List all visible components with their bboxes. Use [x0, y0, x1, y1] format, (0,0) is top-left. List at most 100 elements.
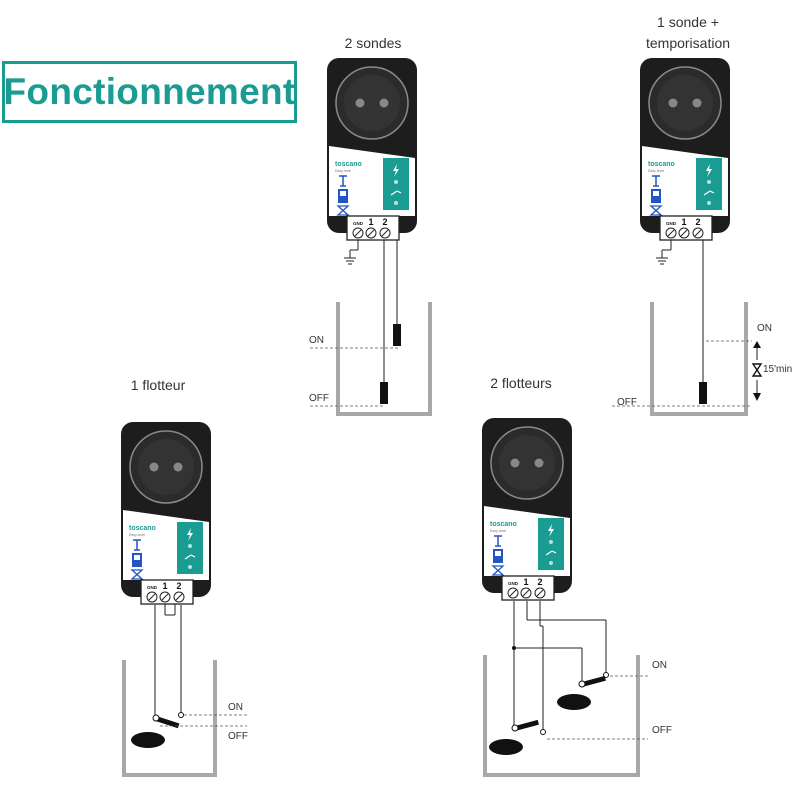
float-pivot — [578, 680, 586, 688]
two-probes-on-label: ON — [309, 335, 324, 346]
terminal-screw-slot — [175, 593, 183, 601]
probe-single — [699, 382, 707, 404]
two-floats-on-label: ON — [652, 660, 667, 671]
switch-icon — [703, 190, 715, 196]
terminal-label: 1 — [523, 577, 528, 587]
terminal-screw-slot — [667, 229, 675, 237]
power-icon — [393, 164, 399, 177]
float-ball — [557, 694, 591, 710]
brand-text: toscano — [648, 161, 675, 168]
junction-dot — [512, 646, 516, 650]
terminal-screw-slot — [694, 229, 702, 237]
hourglass-delay-icon — [751, 363, 763, 377]
led-output — [394, 201, 398, 205]
ground-1-sonde — [656, 250, 668, 265]
page-title: Fonctionnement — [3, 71, 296, 112]
socket-hole-right — [534, 458, 544, 468]
two-probes-off-label: OFF — [309, 393, 329, 404]
terminal-label: GND — [508, 581, 519, 586]
socket-face — [657, 75, 713, 131]
switch-icon — [184, 554, 196, 560]
terminal-screw-slot — [148, 593, 156, 601]
socket-hole-right — [692, 98, 702, 108]
float-rod — [512, 719, 539, 732]
power-icon — [706, 164, 712, 177]
terminal-label: 1 — [162, 581, 167, 591]
terminal-screw-slot — [522, 589, 530, 597]
float-rod — [153, 715, 180, 729]
model-text: Easy-level — [335, 169, 351, 173]
selector-knob — [653, 191, 659, 196]
tank-1-flotteur — [122, 660, 217, 777]
led-power — [394, 180, 398, 184]
probe-icon — [339, 175, 347, 187]
terminal-label: 1 — [681, 217, 686, 227]
switch-icon — [545, 550, 557, 556]
ground-2-sondes — [344, 250, 356, 265]
title-box: Fonctionnement — [2, 61, 297, 123]
terminal-label: 2 — [176, 581, 181, 591]
float-ball — [131, 732, 165, 748]
float-switch-low — [489, 719, 539, 755]
float-pivot — [511, 724, 519, 732]
terminal-label: 2 — [537, 577, 542, 587]
brand-text: toscano — [490, 521, 517, 528]
socket-face — [499, 435, 555, 491]
label-2-flotteurs: 2 flotteurs — [490, 375, 552, 391]
brand-text: toscano — [335, 161, 362, 168]
one-probe-off-label: OFF — [617, 397, 637, 408]
label-temporisation: temporisation — [645, 35, 731, 51]
tank-2-sondes — [336, 302, 432, 416]
terminal-screw-slot — [354, 229, 362, 237]
float-rod — [579, 675, 606, 688]
power-icon — [187, 528, 193, 541]
model-text: Easy-level — [490, 529, 506, 533]
led-output — [188, 565, 192, 569]
model-text: Easy-level — [648, 169, 664, 173]
terminal-label: GND — [147, 585, 158, 590]
one-float-on-label: ON — [228, 702, 243, 713]
selector-knob — [134, 555, 140, 560]
terminal-label: 2 — [695, 217, 700, 227]
terminal-screw-slot — [536, 589, 544, 597]
socket-hole-left — [149, 462, 159, 472]
probe-high — [393, 324, 401, 346]
two-floats-off-label: OFF — [652, 725, 672, 736]
model-text: Easy-level — [129, 533, 145, 537]
float-ball — [489, 739, 523, 755]
probe-icon — [494, 535, 502, 547]
one-float-off-label: OFF — [228, 731, 248, 742]
terminal-label: GND — [666, 221, 677, 226]
hourglass-icon — [491, 565, 505, 576]
socket-hole-right — [173, 462, 183, 472]
socket-hole-left — [510, 458, 520, 468]
led-power — [707, 180, 711, 184]
hourglass-icon — [336, 205, 350, 216]
terminal-label: 2 — [382, 217, 387, 227]
tank-1-sonde — [650, 302, 748, 416]
delay-label: 15'min — [763, 364, 793, 375]
selector-knob — [340, 191, 346, 196]
probe-icon — [133, 539, 141, 551]
selector-knob — [495, 551, 501, 556]
label-1-sonde: 1 sonde + — [657, 14, 719, 30]
led-output — [549, 561, 553, 565]
probe-low — [380, 382, 388, 404]
power-icon — [548, 524, 554, 537]
arrow-up-head — [753, 341, 761, 348]
terminal-screw-slot — [367, 229, 375, 237]
terminal-label: 1 — [368, 217, 373, 227]
hourglass-icon — [649, 205, 663, 216]
terminal-label: GND — [353, 221, 364, 226]
led-power — [188, 544, 192, 548]
float-pivot — [152, 714, 160, 722]
float-switch-single — [131, 714, 180, 748]
float-contact-low — [540, 729, 546, 735]
label-1-flotteur: 1 flotteur — [130, 377, 186, 393]
arrow-down-head — [753, 393, 761, 401]
terminal-screw-slot — [161, 593, 169, 601]
socket-face — [344, 75, 400, 131]
